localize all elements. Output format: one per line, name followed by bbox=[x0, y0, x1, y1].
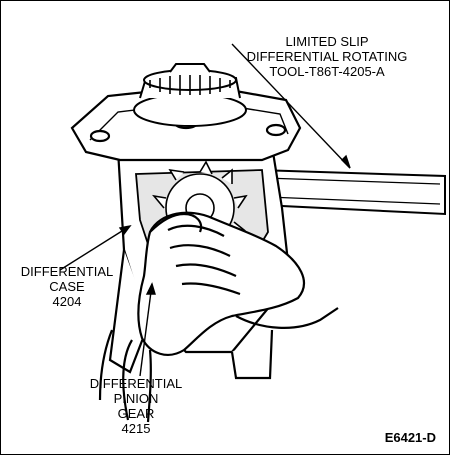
label-differential-case-line-1: DIFFERENTIAL bbox=[20, 264, 114, 279]
ring-gear-knob bbox=[133, 63, 247, 127]
figure-id: E6421-D bbox=[384, 430, 436, 445]
label-rotating-tool: LIMITED SLIP DIFFERENTIAL ROTATING TOOL-… bbox=[222, 34, 432, 79]
label-pinion-gear-line-4: 4215 bbox=[121, 421, 151, 436]
label-rotating-tool-line-1: LIMITED SLIP bbox=[285, 34, 369, 49]
rotating-tool-handle bbox=[256, 168, 446, 216]
label-rotating-tool-line-2: DIFFERENTIAL ROTATING bbox=[246, 49, 408, 64]
label-rotating-tool-line-3: TOOL-T86T-4205-A bbox=[269, 64, 385, 79]
label-differential-case-line-2: CASE bbox=[49, 279, 85, 294]
label-pinion-gear-line-2: PINION bbox=[113, 391, 159, 406]
leader-lines bbox=[59, 43, 351, 377]
label-differential-case-line-3: 4204 bbox=[52, 294, 82, 309]
label-pinion-gear: DIFFERENTIAL PINION GEAR 4215 bbox=[62, 376, 210, 436]
label-pinion-gear-line-1: DIFFERENTIAL bbox=[89, 376, 183, 391]
hand bbox=[98, 211, 339, 423]
label-pinion-gear-line-3: GEAR bbox=[117, 406, 155, 421]
label-differential-case: DIFFERENTIAL CASE 4204 bbox=[8, 264, 126, 309]
